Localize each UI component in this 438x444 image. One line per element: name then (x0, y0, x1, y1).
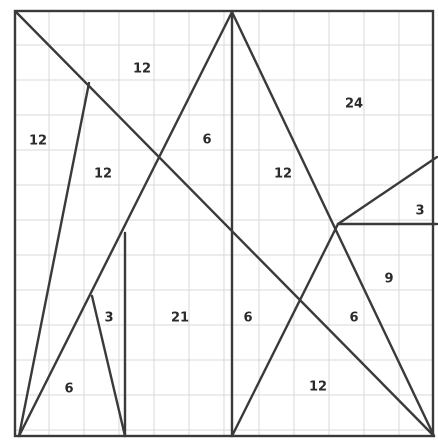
label-right-middle-region: 9 (384, 271, 394, 287)
label-bottom-center-region: 12 (308, 379, 328, 395)
line-bottom-to-junction (230, 222, 340, 438)
line-left-steep (17, 81, 91, 438)
label-top-left-region: 12 (132, 61, 152, 77)
label-lower-middle-region: 21 (170, 310, 190, 326)
geometric-lines (13, 9, 438, 438)
diagonal-line-main (15, 11, 436, 438)
label-center-small-region: 6 (202, 132, 212, 148)
label-lower-right-region: 6 (349, 310, 359, 326)
line-small-wedge (90, 294, 127, 438)
background-grid (14, 10, 434, 437)
label-inner-left-region: 12 (93, 166, 113, 182)
label-top-right-region: 24 (344, 96, 364, 112)
label-bottom-left-region: 6 (64, 381, 74, 397)
line-left-to-apex (17, 10, 234, 438)
label-center-right-region: 12 (273, 166, 293, 182)
label-left-upper-region: 12 (28, 133, 48, 149)
label-lower-left-small-region: 3 (104, 310, 114, 326)
label-lower-center-region: 6 (243, 310, 253, 326)
label-right-edge-region: 3 (415, 203, 425, 219)
line-junction-upper-right (336, 155, 438, 226)
line-apex-to-bottom-right (230, 10, 436, 438)
